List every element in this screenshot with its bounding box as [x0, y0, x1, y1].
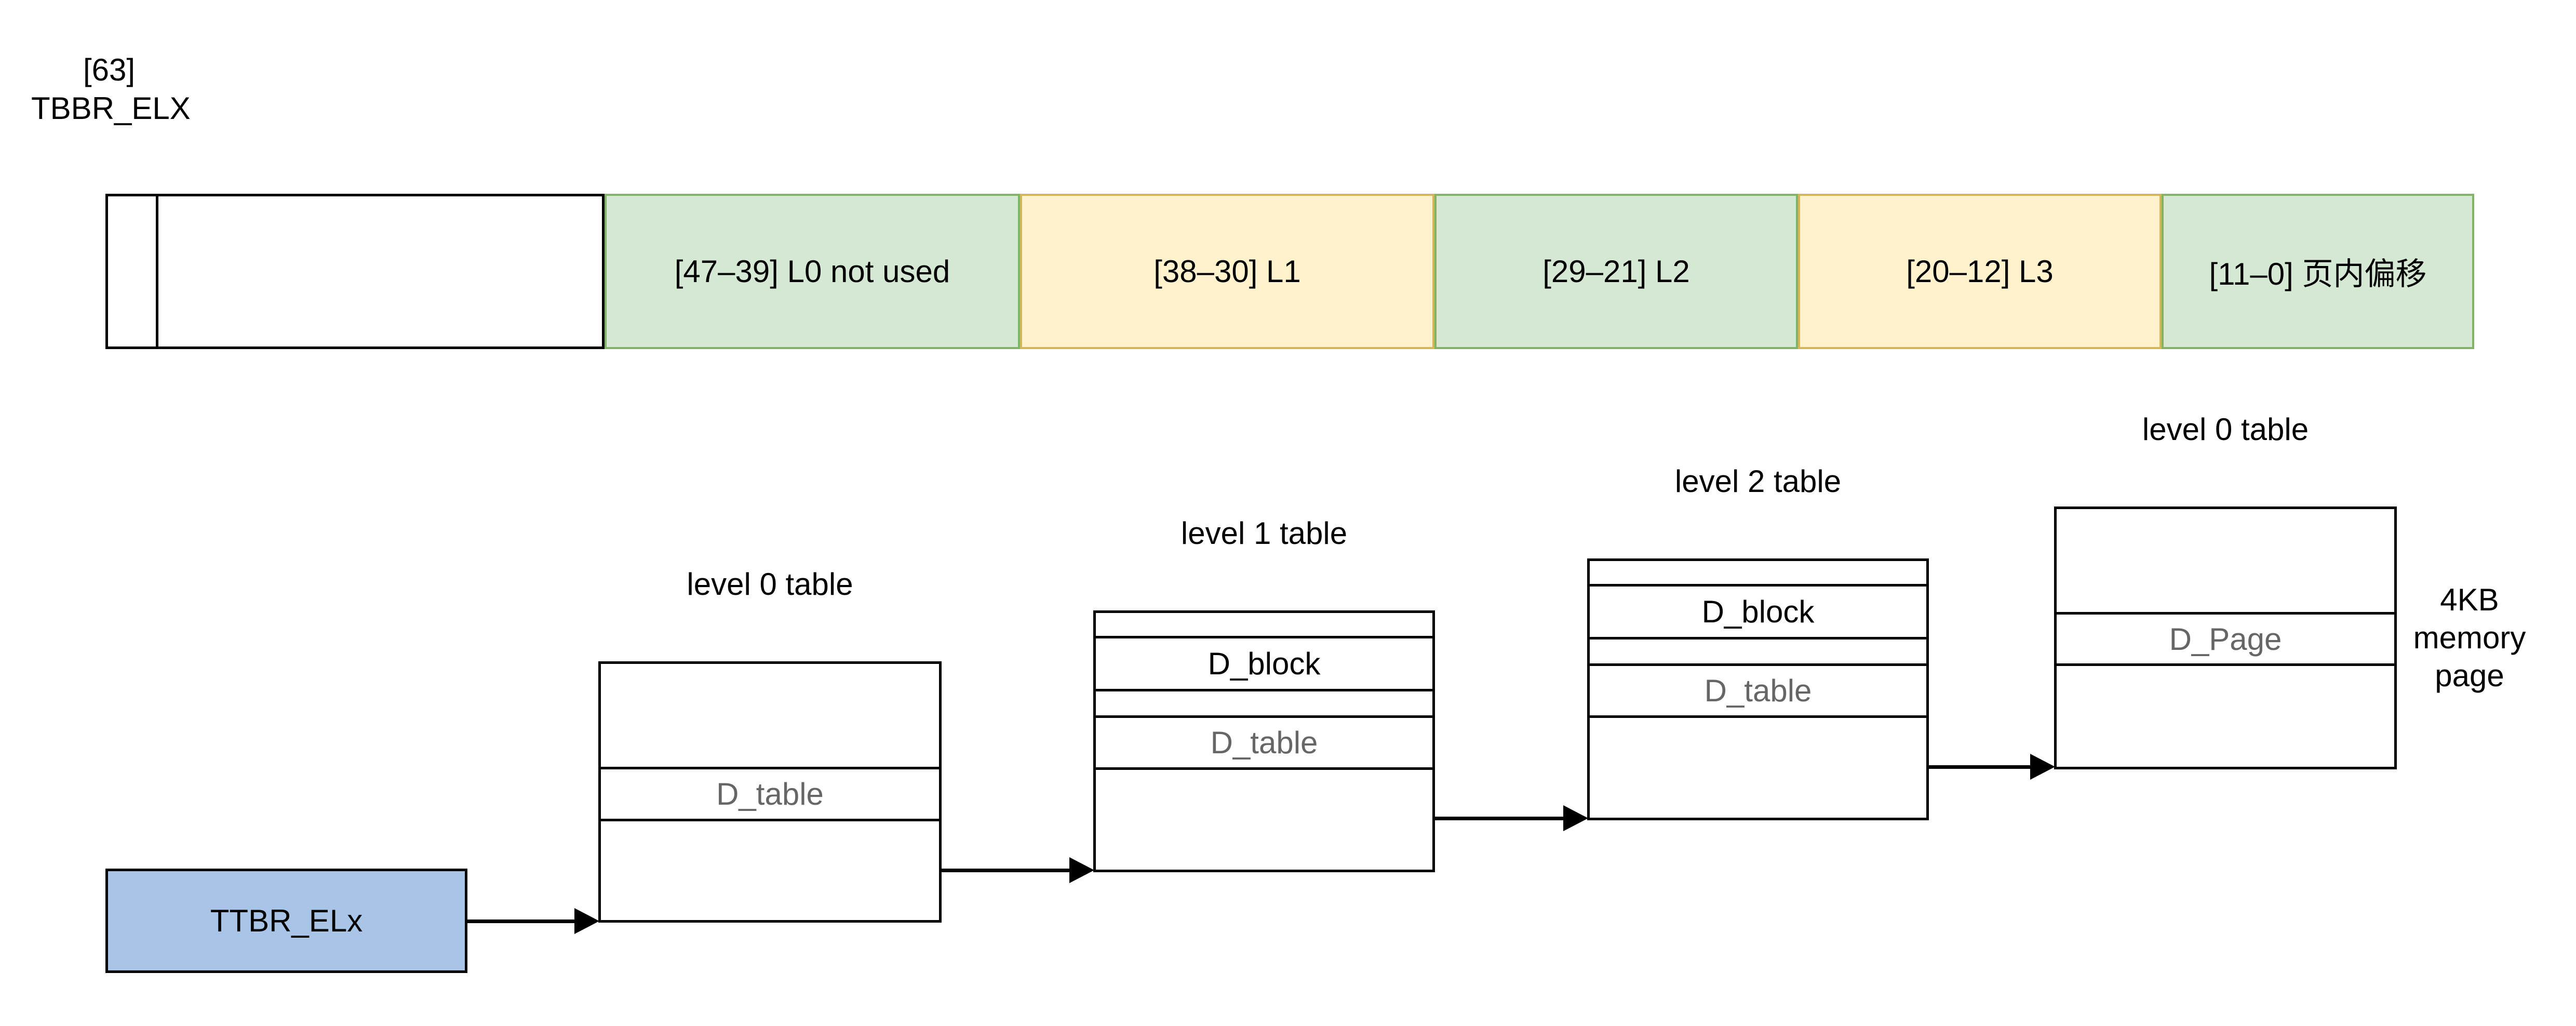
arrowhead-icon: [2030, 754, 2055, 780]
l0-segment-label: [47–39] L0 not used: [674, 254, 950, 289]
connector-ttbr-to-l0: [467, 920, 578, 923]
register-name-label: TBBR_ELX: [31, 91, 191, 126]
arrowhead-icon: [1069, 857, 1094, 883]
address-bar-white-section: [105, 194, 605, 349]
d-table-entry: D_table: [716, 777, 824, 811]
memory-page-note-line2: memory: [2413, 620, 2526, 655]
ttbr-label: TTBR_ELx: [210, 903, 363, 938]
memory-page-note-line3: page: [2435, 658, 2504, 693]
bit-63-label: [63]: [83, 52, 136, 87]
row-divider: [1590, 715, 1926, 718]
l2-segment-label: [29–21] L2: [1542, 254, 1690, 289]
arrowhead-icon: [574, 908, 599, 934]
level3-table-title: level 0 table: [2142, 412, 2309, 447]
d-page-entry: D_Page: [2169, 621, 2282, 657]
connector-l1-to-l2: [1435, 817, 1565, 820]
memory-page-note: 4KB memory page: [2399, 581, 2540, 700]
row-divider: [2057, 663, 2394, 666]
page-offset-segment-label: [11–0] 页内偏移: [2209, 257, 2427, 291]
level1-table-box: D_block D_table: [1093, 610, 1435, 872]
row-divider: [1096, 689, 1432, 691]
l3-segment-label: [20–12] L3: [1906, 254, 2054, 289]
level0-table-box: D_table: [598, 661, 942, 923]
row-divider: [1096, 636, 1432, 638]
d-table-entry: D_table: [1210, 725, 1318, 760]
level2-table-title: level 2 table: [1674, 464, 1842, 499]
level0-table-title: level 0 table: [687, 567, 853, 602]
level3-table-box: D_Page: [2054, 507, 2397, 769]
arrowhead-icon: [1563, 805, 1588, 831]
level2-table-box: D_block D_table: [1587, 558, 1929, 820]
l1-segment-label: [38–30] L1: [1153, 254, 1301, 289]
row-divider: [1096, 715, 1432, 718]
level1-table-title: level 1 table: [1180, 516, 1348, 551]
d-block-entry: D_block: [1208, 646, 1321, 681]
row-divider: [1590, 584, 1926, 587]
row-divider: [1590, 663, 1926, 666]
address-bar-segment-l2: [29–21] L2: [1434, 194, 1798, 349]
memory-page-note-line1: 4KB: [2440, 582, 2499, 617]
d-block-entry: D_block: [1701, 594, 1815, 629]
address-bar-segment-l1: [38–30] L1: [1020, 194, 1434, 349]
row-divider: [1096, 767, 1432, 770]
row-divider: [601, 819, 939, 821]
address-bar-segment-l0: [47–39] L0 not used: [605, 194, 1020, 349]
ttbr-register-box: TTBR_ELx: [105, 869, 467, 973]
d-table-entry: D_table: [1704, 673, 1812, 708]
address-bar-segment-page-offset: [11–0] 页内偏移: [2162, 194, 2474, 349]
row-divider: [1590, 637, 1926, 639]
connector-l2-to-l3: [1929, 765, 2032, 769]
row-divider: [601, 767, 939, 769]
register-label-block: [63] TBBR_ELX: [31, 51, 191, 129]
row-divider: [2057, 612, 2394, 615]
address-bar-segment-l3: [20–12] L3: [1798, 194, 2162, 349]
connector-l0-to-l1: [942, 869, 1071, 872]
bit63-cell-divider: [156, 194, 158, 349]
